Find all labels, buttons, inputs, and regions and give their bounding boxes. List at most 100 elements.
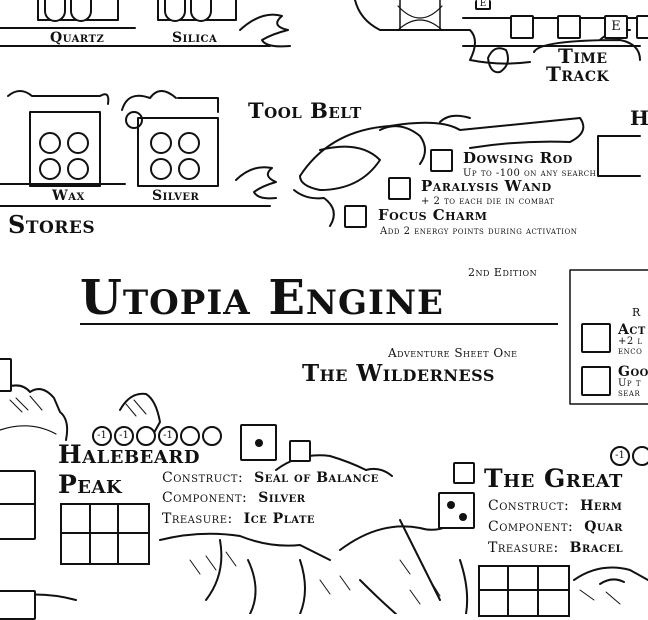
treasure-label: Treasure: xyxy=(162,511,233,527)
silica-slot-1[interactable] xyxy=(164,0,186,22)
artifact-label-1: Act xyxy=(618,322,646,338)
halebeard-name-1: Halebeard xyxy=(58,440,200,469)
quartz-slot-1[interactable] xyxy=(44,0,66,22)
game-title: Utopia Engine xyxy=(80,270,444,326)
halebeard-track-2[interactable]: -1 xyxy=(114,426,134,446)
halebeard-track-6[interactable] xyxy=(202,426,222,446)
halebeard-event-checkbox[interactable] xyxy=(289,440,311,462)
great-component-value: Quar xyxy=(584,519,623,535)
bin-label-quartz: Quartz xyxy=(50,30,105,46)
halebeard-name-2: Peak xyxy=(58,470,123,499)
search-cell[interactable] xyxy=(90,505,120,534)
halebeard-track-5[interactable] xyxy=(180,426,200,446)
halebeard-treasure-row: Treasure: Ice Plate xyxy=(162,511,315,527)
halebeard-track-3[interactable] xyxy=(136,426,156,446)
die-pip-icon xyxy=(447,501,455,509)
dowsing-rod-checkbox[interactable] xyxy=(430,149,453,172)
construct-label: Construct: xyxy=(488,498,570,514)
search-cell[interactable] xyxy=(91,534,120,563)
great-track-1[interactable]: -1 xyxy=(610,446,630,466)
halebeard-treasure-value: Ice Plate xyxy=(243,511,316,527)
silver-slot-3[interactable] xyxy=(150,158,172,180)
search-cell[interactable] xyxy=(62,505,91,534)
component-label: Component: xyxy=(162,490,248,506)
great-treasure-value: Bracel xyxy=(569,540,624,556)
silica-slot-2[interactable] xyxy=(190,0,212,22)
great-name: The Great xyxy=(484,464,623,493)
die-pip-icon xyxy=(255,439,263,447)
search-cell[interactable] xyxy=(480,567,510,591)
tool-desc-paralysis-wand: + 2 to each die in combat xyxy=(421,196,555,207)
artifact-label-2: Goo xyxy=(618,364,648,380)
halebeard-track-1[interactable]: -1 xyxy=(92,426,112,446)
silver-slot-4[interactable] xyxy=(178,158,200,180)
edge-box-top[interactable] xyxy=(0,358,12,392)
great-treasure-row: Treasure: Bracel xyxy=(488,540,623,556)
search-cell[interactable] xyxy=(62,534,91,563)
quartz-slot-2[interactable] xyxy=(70,0,92,22)
wax-slot-1[interactable] xyxy=(39,132,61,154)
halebeard-construct-row: Construct: Seal of Balance xyxy=(162,470,379,486)
edge-grid-left[interactable] xyxy=(0,470,36,540)
tool-desc-dowsing-rod: Up to -100 on any search xyxy=(463,168,597,179)
search-cell[interactable] xyxy=(509,567,539,591)
tool-name-dowsing-rod: Dowsing Rod xyxy=(463,149,573,167)
construct-label: Construct: xyxy=(162,470,244,486)
die-pip-icon xyxy=(459,513,467,521)
artifact-checkbox-1[interactable] xyxy=(581,323,611,353)
edge-box-bottom[interactable] xyxy=(0,590,36,620)
wax-slot-2[interactable] xyxy=(67,132,89,154)
treasure-label: Treasure: xyxy=(488,540,559,556)
halebeard-track-4[interactable]: -1 xyxy=(158,426,178,446)
search-cell[interactable] xyxy=(119,534,148,563)
search-cell[interactable] xyxy=(119,505,148,534)
great-construct-value: Herm xyxy=(580,498,623,514)
title-underline xyxy=(80,323,558,325)
great-construct-row: Construct: Herm xyxy=(488,498,622,514)
great-component-row: Component: Quar xyxy=(488,519,623,535)
time-track-box-2[interactable] xyxy=(557,15,581,39)
search-cell[interactable] xyxy=(539,591,568,615)
component-label: Component: xyxy=(488,519,574,535)
search-cell[interactable] xyxy=(480,591,510,615)
bin-label-silver: Silver xyxy=(152,188,200,204)
search-cell[interactable] xyxy=(509,591,539,615)
time-track-title-2: Track xyxy=(546,62,610,86)
sheet-label: Adventure Sheet One xyxy=(388,346,518,360)
edge-grid-divider xyxy=(0,503,34,505)
time-track-box-e1[interactable]: E xyxy=(475,0,491,10)
time-track-box-e2[interactable]: E xyxy=(604,15,628,39)
artifact-sub2-2: sear xyxy=(618,388,641,399)
sheet-title: The Wilderness xyxy=(302,360,495,387)
artifact-sub1-2: Up t xyxy=(618,378,641,389)
tool-desc-focus-charm: Add 2 energy points during activation xyxy=(380,226,578,237)
great-event-checkbox[interactable] xyxy=(453,462,475,484)
tool-name-paralysis-wand: Paralysis Wand xyxy=(421,177,552,195)
focus-charm-checkbox[interactable] xyxy=(344,205,367,228)
paralysis-wand-checkbox[interactable] xyxy=(388,177,411,200)
time-track-box-3[interactable] xyxy=(636,15,648,39)
edition-label: 2nd Edition xyxy=(468,266,538,279)
halebeard-die-box[interactable] xyxy=(240,424,277,461)
right-panel-letter: R xyxy=(632,306,641,319)
great-track-2[interactable] xyxy=(632,446,648,466)
halebeard-search-grid xyxy=(60,503,150,565)
stores-title: Stores xyxy=(8,210,96,239)
artifact-checkbox-2[interactable] xyxy=(581,366,611,396)
search-cell[interactable] xyxy=(538,567,568,591)
wax-slot-3[interactable] xyxy=(39,158,61,180)
silver-slot-1[interactable] xyxy=(150,132,172,154)
edge-letter: H xyxy=(630,106,648,130)
artifact-sub2-1: enco xyxy=(618,346,643,357)
silver-slot-2[interactable] xyxy=(178,132,200,154)
great-search-grid xyxy=(478,565,570,617)
halebeard-component-value: Silver xyxy=(258,490,306,506)
artifact-sub1-1: +2 l xyxy=(618,336,643,347)
great-die-box[interactable] xyxy=(438,492,475,529)
wax-slot-4[interactable] xyxy=(67,158,89,180)
halebeard-component-row: Component: Silver xyxy=(162,490,306,506)
time-track-box-1[interactable] xyxy=(510,15,534,39)
tool-name-focus-charm: Focus Charm xyxy=(378,206,488,224)
tool-belt-title: Tool Belt xyxy=(248,98,362,123)
